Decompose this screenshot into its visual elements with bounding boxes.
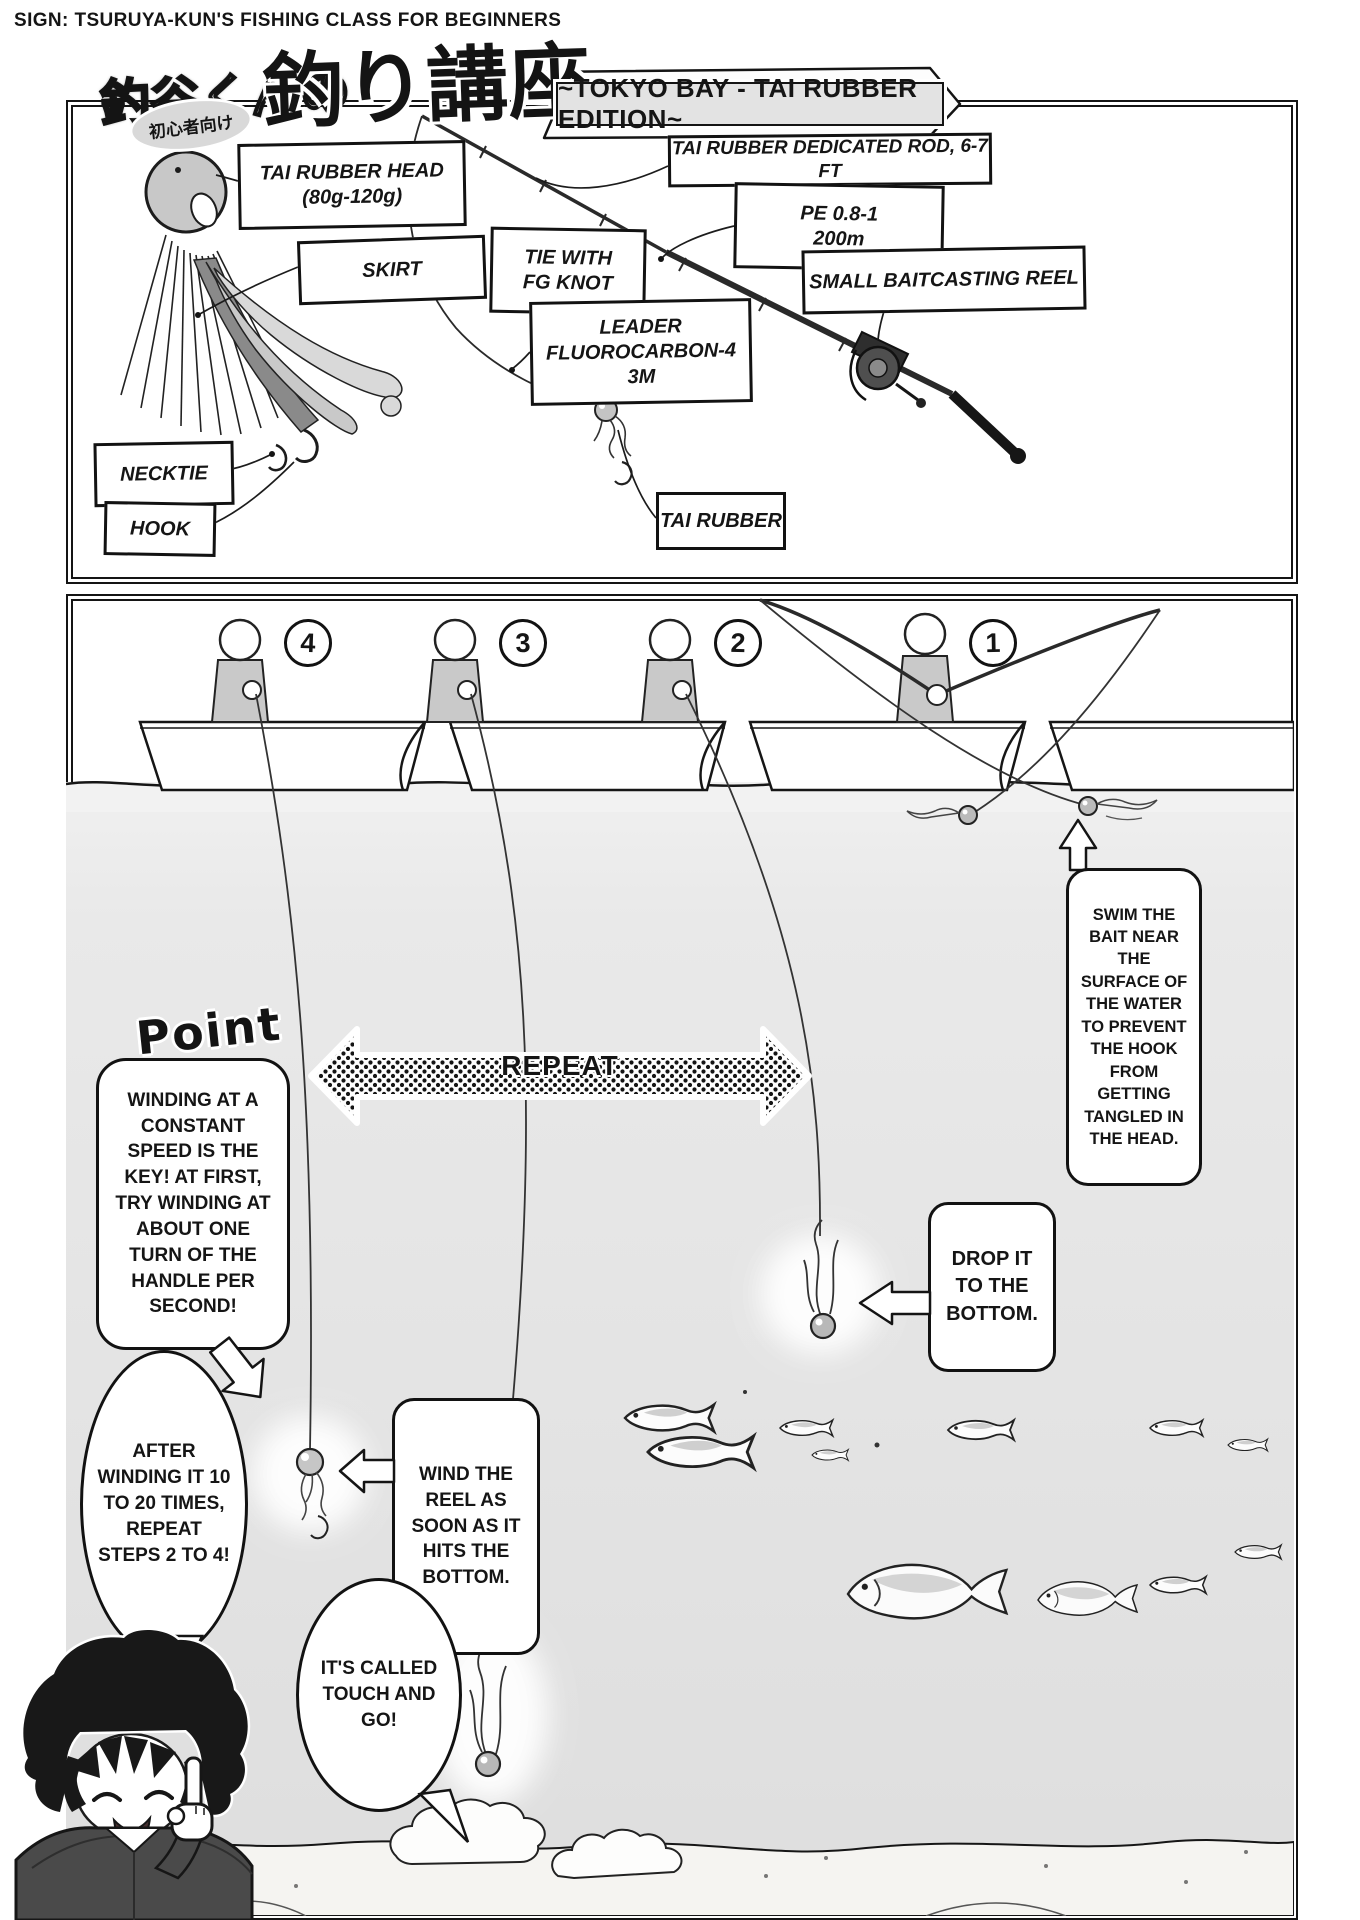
- label-rod: TAI RUBBER DEDICATED ROD, 6-7 FT: [667, 132, 993, 188]
- label-necktie: NECKTIE: [93, 440, 235, 508]
- repeat-arrow: [308, 1026, 812, 1126]
- surface-lures: [906, 796, 1158, 825]
- swim-bait-bubble: SWIM THE BAIT NEAR THE SURFACE OF THE WA…: [1066, 868, 1202, 1186]
- wind-reel-bubble: WIND THE REEL AS SOON AS IT HITS THE BOT…: [392, 1398, 540, 1655]
- page-title-jp-right: 釣り講座: [260, 34, 592, 141]
- edition-subtitle: ~TOKYO BAY - TAI RUBBER EDITION~: [556, 73, 944, 134]
- drop-it-arrow: [858, 1280, 932, 1326]
- label-leader: LEADER FLUOROCARBON-4 3M: [529, 298, 753, 406]
- after-winding-bubble: AFTER WINDING IT 10 TO 20 TIMES, REPEAT …: [80, 1350, 248, 1658]
- label-tai-rubber-head: TAI RUBBER HEAD (80g-120g): [237, 140, 467, 230]
- tai-rubber-lure-drawing: [120, 150, 403, 472]
- anglers: [210, 598, 1161, 723]
- character-tsuruya: [14, 1627, 254, 1920]
- sign-caption: SIGN: TSURUYA-KUN'S FISHING CLASS FOR BE…: [14, 10, 562, 31]
- lure-dropping: [803, 1219, 839, 1340]
- point-note-bubble: WINDING AT A CONSTANT SPEED IS THE KEY! …: [96, 1058, 290, 1350]
- label-reel: SMALL BAITCASTING REEL: [801, 245, 1087, 315]
- rod-drawing: [421, 114, 1026, 464]
- wind-reel-arrow: [338, 1448, 396, 1494]
- repeat-label: REPEAT: [501, 1050, 619, 1081]
- point-note-arrow: [208, 1336, 265, 1399]
- underwater-scene: [66, 598, 1294, 1916]
- lure-bottom: [469, 1637, 507, 1778]
- lure-winding: [295, 1447, 329, 1540]
- seabed: [66, 1798, 1294, 1916]
- label-hook: HOOK: [103, 501, 217, 557]
- touch-go-bubble: IT'S CALLED TOUCH AND GO!: [296, 1578, 462, 1812]
- touch-go-tail: [417, 1788, 470, 1843]
- drop-it-bubble: DROP IT TO THE BOTTOM.: [928, 1202, 1056, 1372]
- label-skirt: SKIRT: [296, 234, 488, 306]
- fish-school: [623, 1390, 1269, 1470]
- label-tai-rubber: TAI RUBBER: [656, 492, 786, 550]
- boats: [138, 720, 1294, 792]
